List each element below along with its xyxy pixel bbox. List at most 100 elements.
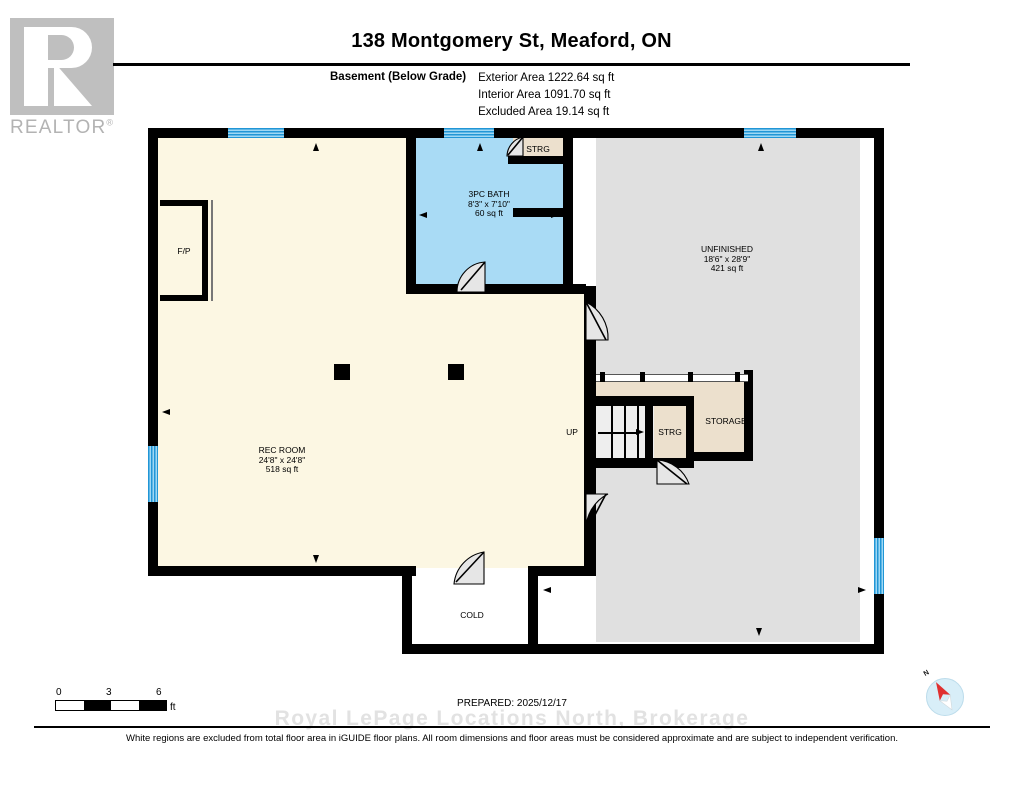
stair-direction-line bbox=[598, 432, 638, 434]
wall-cold-bottom bbox=[402, 644, 884, 654]
wall-bath-strg-bottom bbox=[508, 156, 573, 164]
railing-post bbox=[735, 372, 740, 382]
area-summary: Exterior Area 1222.64 sq ft Interior Are… bbox=[478, 70, 614, 121]
door-unfinished bbox=[585, 301, 609, 341]
railing-post bbox=[640, 372, 645, 382]
scale-segment bbox=[56, 701, 84, 710]
scale-segment bbox=[111, 701, 139, 710]
wall-cold-top-left bbox=[402, 566, 416, 576]
dimension-arrow-down bbox=[756, 628, 762, 636]
room-dimensions: 8'3" x 7'10" bbox=[468, 198, 510, 209]
railing-storage bbox=[596, 374, 748, 382]
compass-rose: N bbox=[922, 669, 966, 716]
page-title: 138 Montgomery St, Meaford, ON bbox=[351, 30, 672, 52]
window-top-unfinished bbox=[744, 128, 796, 138]
scale-bar bbox=[55, 700, 167, 711]
scale-unit-label: ft bbox=[170, 702, 176, 713]
scale-tick-3: 3 bbox=[106, 687, 112, 698]
dimension-arrow-up bbox=[477, 143, 483, 151]
room-rec-room-ext bbox=[412, 286, 584, 568]
stair-direction-arrow bbox=[636, 428, 644, 435]
title-bar: 138 Montgomery St, Meaford, ON bbox=[113, 30, 910, 53]
fireplace-wall-bottom bbox=[160, 295, 208, 301]
wall-cold-left bbox=[402, 566, 412, 652]
brokerage-watermark: Royal LePage Locations North, Brokerage bbox=[274, 707, 750, 730]
room-area: 518 sq ft bbox=[265, 464, 299, 474]
realtor-logo: REALTOR® bbox=[10, 18, 130, 138]
wall-cold-right bbox=[528, 576, 538, 646]
scale-segment bbox=[138, 701, 166, 710]
footer-divider bbox=[34, 726, 990, 728]
dimension-arrow-left bbox=[419, 212, 427, 218]
room-cold bbox=[416, 585, 528, 645]
window-right-unfinished bbox=[874, 538, 884, 594]
dimension-arrow-up bbox=[758, 143, 764, 151]
compass-ring bbox=[926, 678, 964, 716]
room-name: UNFINISHED bbox=[701, 244, 753, 254]
dimension-arrow-up bbox=[313, 143, 319, 151]
wall-bath-right-top bbox=[563, 128, 573, 156]
wall-exterior-bottom-left bbox=[148, 566, 410, 576]
railing-post bbox=[600, 372, 605, 382]
room-area: 421 sq ft bbox=[710, 263, 744, 273]
wall-exterior-left bbox=[148, 128, 158, 576]
fireplace-wall-right bbox=[202, 200, 208, 301]
wall-storage-corner bbox=[744, 370, 753, 382]
label-stairs-up: UP bbox=[566, 427, 578, 437]
floor-level-label: Basement (Below Grade) bbox=[330, 71, 467, 83]
wall-stair-top bbox=[586, 396, 694, 406]
wall-bath-left bbox=[406, 128, 416, 294]
closet-strg-stair bbox=[650, 405, 690, 460]
room-label-rec-room: REC ROOM 24'8" x 24'8" 518 sq ft bbox=[207, 445, 357, 475]
door-strg-stair bbox=[656, 459, 690, 485]
realtor-logo-stem bbox=[24, 27, 48, 106]
wall-exterior-top bbox=[148, 128, 884, 138]
room-name: 3PC BATH bbox=[468, 189, 510, 199]
wall-unfinished-left bbox=[586, 128, 596, 138]
room-dimensions: 18'6" x 28'9" bbox=[703, 253, 751, 264]
wall-storage-bottom bbox=[686, 452, 753, 461]
label-strg-bath: STRG bbox=[526, 144, 550, 154]
railing-post bbox=[688, 372, 693, 382]
support-column bbox=[334, 364, 350, 380]
dimension-arrow-down bbox=[313, 555, 319, 563]
wall-bath-right-low bbox=[563, 217, 573, 294]
realtor-logo-word: REALTOR bbox=[10, 117, 107, 138]
dimension-arrow-right bbox=[551, 212, 559, 218]
window-top-bath bbox=[444, 128, 494, 138]
wall-storage-right bbox=[744, 376, 753, 460]
registered-mark: ® bbox=[106, 117, 115, 128]
excluded-area: Excluded Area 19.14 sq ft bbox=[478, 106, 610, 118]
room-label-unfinished: UNFINISHED 18'6" x 28'9" 421 sq ft bbox=[652, 244, 802, 274]
wall-strg-left bbox=[645, 400, 653, 462]
prepared-date: PREPARED: 2025/12/17 bbox=[457, 698, 567, 709]
label-cold-room: COLD bbox=[460, 610, 484, 620]
realtor-logo-bowl-inner bbox=[48, 35, 74, 60]
scale-tick-6: 6 bbox=[156, 687, 162, 698]
fireplace-hearth-line bbox=[211, 200, 213, 301]
wall-strg-right bbox=[686, 396, 694, 462]
compass-needle-icon bbox=[936, 682, 953, 711]
wall-bath-right-mid bbox=[563, 164, 573, 208]
dimension-arrow-left bbox=[543, 587, 551, 593]
closet-strg-bath bbox=[513, 138, 563, 158]
wall-exterior-right bbox=[874, 128, 884, 654]
dimension-arrow-right bbox=[858, 587, 866, 593]
room-area: 60 sq ft bbox=[475, 208, 503, 218]
support-column bbox=[448, 364, 464, 380]
fireplace-wall-top bbox=[160, 200, 208, 206]
room-dimensions: 24'8" x 24'8" bbox=[258, 454, 306, 465]
exterior-area: Exterior Area 1222.64 sq ft bbox=[478, 72, 615, 84]
disclaimer-text: White regions are excluded from total fl… bbox=[125, 733, 899, 744]
scale-segment bbox=[83, 701, 111, 710]
door-rec-to-unfinished bbox=[585, 493, 609, 533]
room-name: REC ROOM bbox=[258, 445, 306, 455]
label-strg-stair: STRG bbox=[658, 427, 682, 437]
door-strg-bath bbox=[506, 136, 524, 157]
wall-stair-bottom bbox=[586, 458, 694, 468]
title-divider bbox=[113, 63, 910, 66]
window-top-rec bbox=[228, 128, 284, 138]
wall-cold-top-right bbox=[528, 566, 594, 576]
fireplace-alcove bbox=[163, 203, 207, 301]
